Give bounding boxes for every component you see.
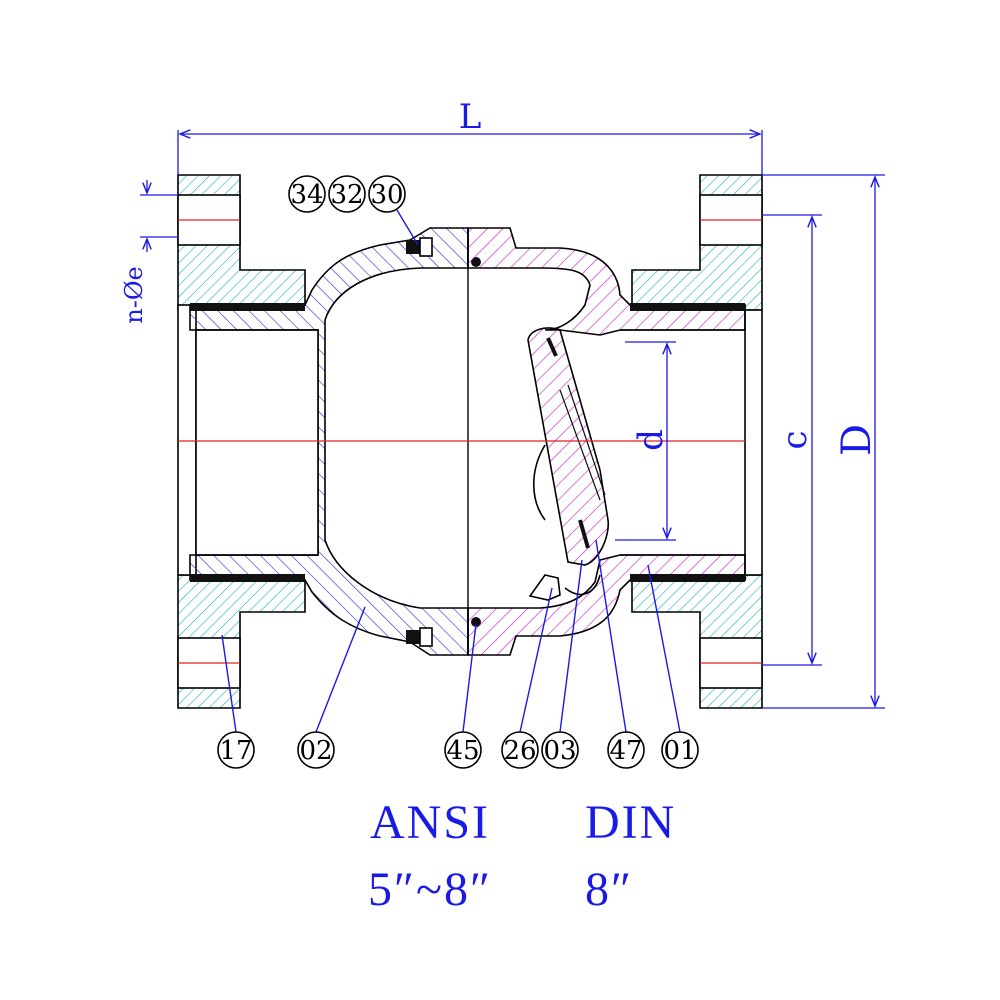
valve-disc-03 xyxy=(527,327,610,601)
dimension-D: D xyxy=(762,174,885,709)
dimension-D-label: D xyxy=(834,424,880,456)
dimension-bolt-holes-label: n-Øe xyxy=(120,266,148,323)
dimension-L-label: L xyxy=(459,97,482,137)
left-flange xyxy=(177,174,306,709)
dimension-c-label: c xyxy=(775,430,815,449)
dimension-d: d xyxy=(615,341,676,541)
callout-02: 02 xyxy=(297,731,335,769)
dimension-bolt-holes: n-Øe xyxy=(120,180,178,324)
right-flange xyxy=(631,174,763,709)
callout-45: 45 xyxy=(444,731,482,769)
callout-47: 47 xyxy=(607,731,645,769)
callouts-top: 34 32 30 xyxy=(288,175,419,246)
valve-cover-02 xyxy=(189,227,481,656)
svg-text:32: 32 xyxy=(330,180,363,210)
din-label: DIN xyxy=(585,796,676,849)
dimension-c: c xyxy=(762,214,822,666)
din-size: 8″ xyxy=(585,863,633,916)
svg-text:47: 47 xyxy=(609,736,642,766)
standards-block: ANSI DIN 5″~8″ 8″ xyxy=(368,796,676,916)
svg-text:17: 17 xyxy=(219,736,252,766)
svg-text:02: 02 xyxy=(299,736,332,766)
dimension-d-label: d xyxy=(631,429,671,451)
bolt-bottom xyxy=(406,627,433,647)
callouts-bottom: 17 02 45 26 03 47 01 xyxy=(217,539,699,769)
callout-01: 01 xyxy=(661,731,699,769)
dimension-L: L xyxy=(177,97,763,175)
callout-17: 17 xyxy=(217,731,255,769)
svg-text:30: 30 xyxy=(370,180,403,210)
bolt-top xyxy=(406,237,433,257)
svg-text:01: 01 xyxy=(663,736,696,766)
svg-text:26: 26 xyxy=(503,736,536,766)
ansi-label: ANSI xyxy=(370,796,490,849)
callout-30: 30 xyxy=(368,175,406,213)
svg-text:34: 34 xyxy=(290,180,323,210)
callout-03: 03 xyxy=(541,731,579,769)
ansi-size-range: 5″~8″ xyxy=(368,863,492,916)
svg-text:03: 03 xyxy=(543,736,576,766)
callout-34: 34 xyxy=(288,175,326,213)
svg-text:45: 45 xyxy=(446,736,479,766)
callout-26: 26 xyxy=(501,731,539,769)
callout-32: 32 xyxy=(328,175,366,213)
